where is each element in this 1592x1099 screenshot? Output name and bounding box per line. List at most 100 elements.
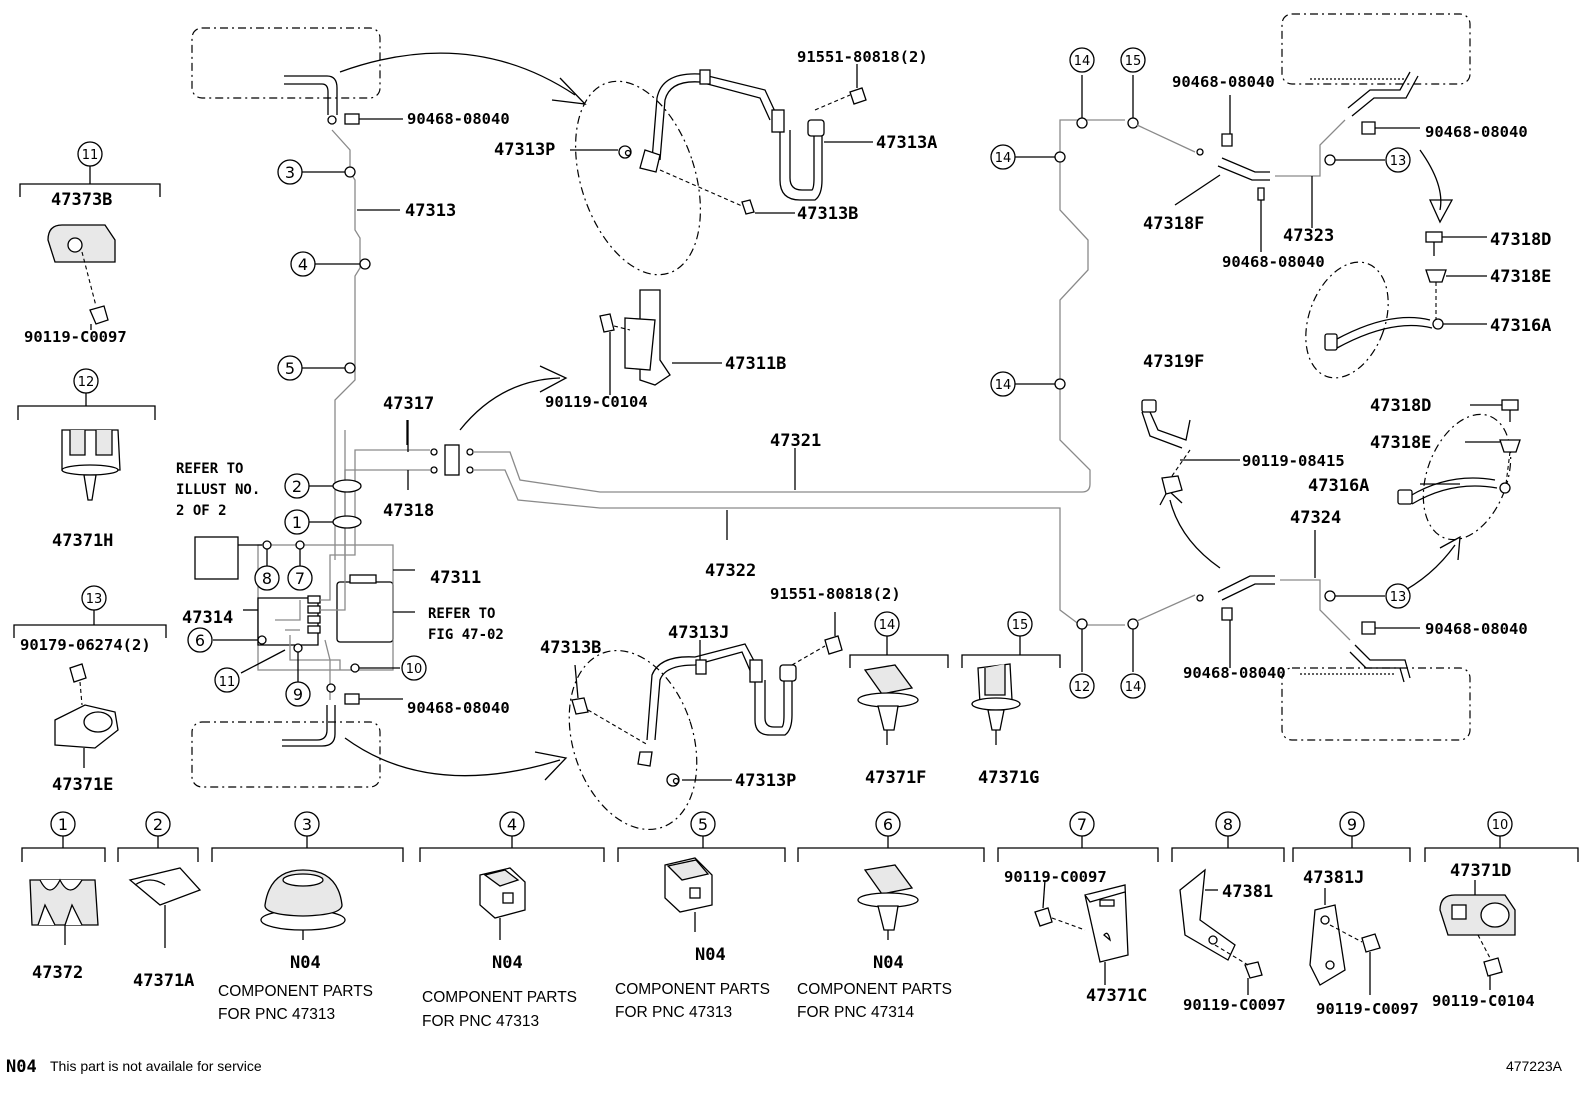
legend-callout-8: 8 bbox=[1223, 815, 1233, 834]
clamp-47372 bbox=[29, 878, 99, 945]
legend-bolt-7: 90119-C0097 bbox=[1004, 868, 1107, 886]
legend-callout-7: 7 bbox=[1077, 815, 1087, 834]
refer-box bbox=[194, 536, 239, 580]
grommet-icon-3 bbox=[260, 869, 346, 940]
clamp-47371A bbox=[128, 867, 202, 948]
legend-caption-4a: COMPONENT PARTS bbox=[422, 989, 577, 1006]
legend-callout-4: 4 bbox=[507, 815, 517, 834]
footer-illustration-id: 477223A bbox=[1506, 1058, 1563, 1074]
refer-note-illust: REFER TO ILLUST NO. 2 OF 2 bbox=[176, 461, 260, 519]
label-47318: 47318 bbox=[383, 501, 434, 521]
legend-code-3: N04 bbox=[290, 953, 321, 973]
label-47313P-bottom: 47313P bbox=[735, 771, 796, 791]
label-47313A: 47313A bbox=[876, 133, 937, 153]
legend-part-47371C: 47371C bbox=[1086, 986, 1147, 1006]
label-90468-r1: 90468-08040 bbox=[1172, 73, 1275, 91]
hose-47316A-top bbox=[1324, 231, 1487, 351]
clip-icon-4 bbox=[479, 867, 526, 940]
refer-illust-line2: ILLUST NO. bbox=[176, 482, 260, 498]
label-90468-08040-top-left: 90468-08040 bbox=[407, 110, 510, 128]
legend-code-6: N04 bbox=[873, 953, 904, 973]
label-47371F: 47371F bbox=[865, 768, 926, 788]
label-47313: 47313 bbox=[405, 201, 456, 221]
label-47318D-b: 47318D bbox=[1370, 396, 1431, 416]
right-callout-13a: 13 bbox=[1390, 154, 1407, 169]
label-90468-08040-bottom-left: 90468-08040 bbox=[407, 699, 510, 717]
label-47318D-a: 47318D bbox=[1490, 230, 1551, 250]
legend-callout-5: 5 bbox=[698, 815, 708, 834]
legend-part-47371A: 47371A bbox=[133, 971, 194, 991]
grommet-2 bbox=[332, 479, 362, 493]
legend-callout-6: 6 bbox=[883, 815, 893, 834]
hose-47313J bbox=[571, 612, 843, 787]
label-47318E-b: 47318E bbox=[1370, 433, 1431, 453]
callout-circles: 3 4 5 2 1 8 7 6 11 9 10 11 12 13 14 15 1… bbox=[50, 47, 1513, 837]
label-47323: 47323 bbox=[1283, 226, 1334, 246]
legend-callout-2: 2 bbox=[153, 815, 163, 834]
legend-callout-3: 3 bbox=[302, 815, 312, 834]
arrow-right-mid bbox=[1159, 488, 1221, 569]
label-47321: 47321 bbox=[770, 431, 821, 451]
label-47313B-bottom: 47313B bbox=[540, 638, 601, 658]
arrow-to-47311B bbox=[459, 365, 568, 431]
right-callout-14b: 14 bbox=[995, 151, 1012, 166]
clip-icon-6 bbox=[857, 864, 919, 940]
callout-6: 6 bbox=[195, 631, 205, 650]
legend-bolt-8: 90119-C0097 bbox=[1183, 996, 1286, 1014]
footer-note: This part is not availale for service bbox=[50, 1058, 262, 1074]
label-91551-top: 91551-80818(2) bbox=[797, 48, 928, 66]
legend-code-4: N04 bbox=[492, 953, 523, 973]
callout-1: 1 bbox=[292, 513, 302, 532]
tube-nodes bbox=[301, 166, 400, 374]
legend-callout-1: 1 bbox=[58, 815, 68, 834]
label-90468-r4: 90468-08040 bbox=[1425, 620, 1528, 638]
legend-part-47372: 47372 bbox=[32, 963, 83, 983]
bracket-47371C bbox=[1034, 879, 1129, 985]
vehicle-area-box-bottom-left bbox=[191, 721, 381, 788]
refer-fig-line1: REFER TO bbox=[428, 606, 495, 622]
refer-fig-line2: FIG 47-02 bbox=[428, 627, 504, 643]
brake-actuator-47311 bbox=[257, 449, 430, 671]
detail-ellipse-right-bottom bbox=[1422, 413, 1512, 541]
hose-47313A bbox=[570, 64, 873, 215]
label-47371H: 47371H bbox=[52, 531, 113, 551]
label-47371G: 47371G bbox=[978, 768, 1039, 788]
legend-part-47381: 47381 bbox=[1222, 882, 1273, 902]
side-callout-11: 11 bbox=[82, 148, 99, 163]
legend-part-47381J: 47381J bbox=[1303, 868, 1364, 888]
legend-brackets bbox=[13, 166, 1579, 862]
label-47322: 47322 bbox=[705, 561, 756, 581]
legend-caption-5a: COMPONENT PARTS bbox=[615, 981, 770, 998]
side-callout-13: 13 bbox=[86, 592, 103, 607]
grommet-1 bbox=[332, 515, 362, 529]
bracket-47381J bbox=[1309, 888, 1381, 995]
clip-47371H bbox=[61, 429, 121, 501]
label-47318F: 47318F bbox=[1143, 214, 1204, 234]
label-47317: 47317 bbox=[383, 394, 434, 414]
right-callout-14c: 14 bbox=[995, 378, 1012, 393]
refer-illust-line3: 2 OF 2 bbox=[176, 503, 227, 519]
clamp-47373B bbox=[47, 224, 116, 330]
footer-code: N04 bbox=[6, 1057, 37, 1077]
clip-90468-bottom-left bbox=[326, 683, 403, 705]
label-90119-C0097-side: 90119-C0097 bbox=[24, 328, 127, 346]
pipe-47318F bbox=[1174, 95, 1346, 252]
legend-caption-6a: COMPONENT PARTS bbox=[797, 981, 952, 998]
callout-8: 8 bbox=[262, 569, 272, 588]
part-labels: 90468-08040 91551-80818(2) 47313P 47313A… bbox=[20, 48, 1551, 795]
hose-47319F bbox=[1141, 399, 1240, 495]
label-47319F: 47319F bbox=[1143, 352, 1204, 372]
label-90468-r3: 90468-08040 bbox=[1222, 253, 1325, 271]
bracket-47311B bbox=[599, 289, 722, 395]
legend-callout-10: 10 bbox=[1492, 818, 1509, 833]
vehicle-area-box-bottom-right bbox=[1281, 667, 1471, 741]
arrow-top-left bbox=[339, 52, 587, 105]
legend-caption-4b: FOR PNC 47313 bbox=[422, 1013, 539, 1030]
detail-ellipse-bottom bbox=[568, 649, 698, 831]
pipe-47323-upper bbox=[1310, 71, 1420, 166]
detail-ellipse-top bbox=[575, 80, 701, 276]
right-nodes bbox=[1015, 75, 1196, 672]
legend-part-47371D: 47371D bbox=[1450, 861, 1511, 881]
union-47317-47318 bbox=[407, 420, 474, 490]
